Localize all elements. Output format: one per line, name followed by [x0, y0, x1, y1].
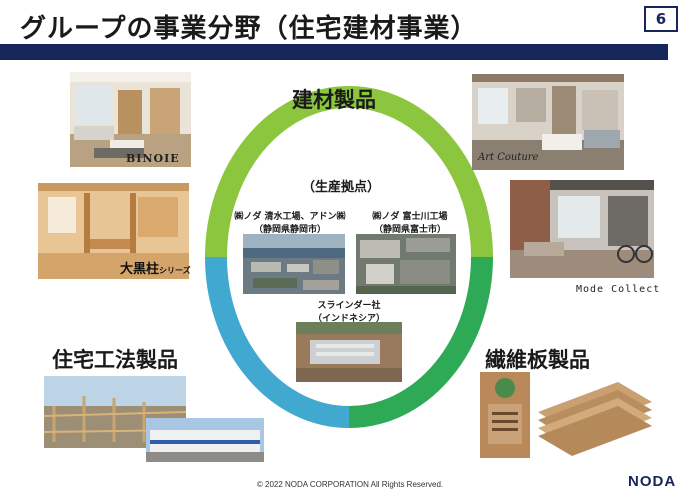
brand-daikuchou-logo: 大黒柱シリーズ	[120, 258, 191, 277]
site-fujikawa-location: （静岡県富士市）	[373, 225, 446, 235]
brand-mode-collect-logo: Mode Collect	[576, 284, 661, 295]
brand-binoie-logo: BINOIE	[126, 152, 180, 165]
aerial-photo-shimizu	[243, 234, 345, 294]
site-indonesia-location: （インドネシア）	[312, 314, 385, 324]
page-number-badge: 6	[644, 6, 678, 32]
page-title: グループの事業分野（住宅建材事業）	[20, 14, 478, 44]
business-ring-diagram	[196, 72, 502, 434]
noda-logo: NODA	[628, 473, 677, 490]
site-indonesia-label: スラインダー社 （インドネシア）	[296, 298, 402, 324]
site-indonesia-name: スラインダー社	[317, 301, 381, 311]
site-shimizu-location: （静岡県静岡市）	[253, 225, 326, 235]
site-fujikawa-name: ㈱ノダ 富士川工場	[372, 212, 448, 222]
production-sites-heading: （生産拠点）	[302, 180, 381, 195]
photo-binoie-living-room	[70, 72, 191, 167]
title-underline-bar	[0, 44, 668, 60]
photo-art-couture-room	[472, 74, 624, 170]
category-housing-method: 住宅工法製品	[52, 348, 178, 372]
site-fujikawa-label: ㈱ノダ 富士川工場 （静岡県富士市）	[356, 209, 464, 235]
aerial-photo-indonesia	[296, 322, 402, 382]
brand-daikuchou-name: 大黒柱	[120, 262, 160, 277]
aerial-photo-fujikawa	[356, 234, 456, 294]
site-shimizu-label: ㈱ノダ 清水工場、アドン㈱ （静岡県静岡市）	[226, 209, 354, 235]
category-building-materials: 建材製品	[292, 88, 376, 112]
photo-factory-building	[146, 418, 264, 462]
category-fiberboard: 繊維板製品	[485, 348, 590, 372]
photo-fiberboard-sheets	[534, 372, 656, 458]
site-shimizu-name: ㈱ノダ 清水工場、アドン㈱	[234, 212, 346, 222]
ring-segment-building	[205, 86, 493, 258]
brand-daikuchou-series: シリーズ	[159, 265, 191, 275]
photo-daikuchou-interior	[38, 183, 189, 279]
brand-art-couture-logo: Art Couture	[478, 152, 539, 163]
copyright-footer: © 2022 NODA CORPORATION All Rights Reser…	[256, 480, 444, 489]
ring-segment-fiberboard	[348, 256, 493, 428]
ring-segment-housing	[205, 256, 350, 428]
photo-fiberboard-package	[480, 372, 530, 458]
photo-mode-collect-loft	[510, 180, 654, 278]
